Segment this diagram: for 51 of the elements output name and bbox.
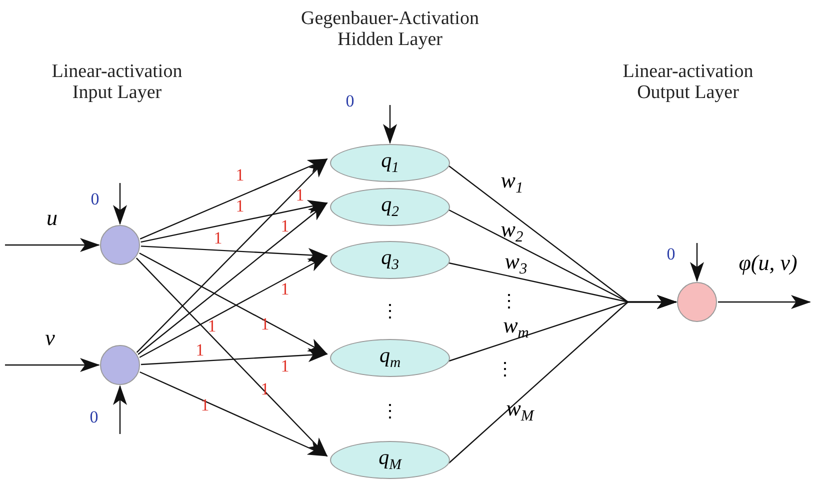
- arrow: [136, 258, 328, 457]
- neuron-label: q$_{m}$: [379, 345, 401, 371]
- arrow: [113, 385, 127, 434]
- neuron-label: q$_{1}$: [381, 150, 399, 176]
- weight-value: 1: [214, 230, 222, 248]
- arrow: [383, 105, 397, 144]
- arrow: [140, 158, 328, 240]
- ellipsis-dots: ⋮: [381, 302, 399, 322]
- edge-label: w$_{3}$: [504, 249, 528, 279]
- layer-heading: Linear-activation Output Layer: [622, 62, 754, 104]
- arrow: [5, 238, 100, 252]
- weight-value: 1: [280, 218, 290, 236]
- weight-value: 1: [236, 166, 244, 186]
- edge-label: w$_{1}$: [500, 168, 524, 198]
- edge-label: w$_{2}$: [500, 217, 524, 247]
- weight-value: 1: [208, 318, 216, 336]
- weight-value: 1: [280, 358, 290, 376]
- layer-heading: Linear-activation Input Layer: [50, 62, 184, 104]
- edge-label: u: [46, 206, 58, 230]
- arrow: [136, 158, 328, 353]
- layer-heading: Gegenbauer-Activation Hidden Layer: [300, 9, 480, 51]
- edge-label: φ(u, v): [738, 250, 798, 276]
- weight-value: 1: [236, 198, 244, 216]
- edge-label: w$_{M}$: [506, 396, 534, 426]
- arrow: [718, 295, 811, 309]
- arrow: [140, 200, 328, 243]
- arrow: [690, 243, 704, 282]
- weight-value: 1: [196, 342, 204, 360]
- bias-value: 0: [346, 92, 354, 112]
- neuron-label: q$_{3}$: [381, 247, 399, 273]
- weight-value: 1: [296, 186, 304, 206]
- arrow: [113, 183, 127, 225]
- arrow: [140, 348, 328, 366]
- arrow: [5, 358, 100, 372]
- neuron-label: q$_{M}$: [378, 447, 402, 473]
- neuron-label: q$_{2}$: [381, 194, 399, 220]
- arrow: [448, 295, 677, 464]
- ellipsis-dots: ⋮: [496, 360, 514, 380]
- neuron-circle: [100, 225, 140, 265]
- arrow: [140, 371, 328, 457]
- ellipsis-dots: ⋮: [500, 292, 518, 312]
- arrow: [140, 246, 328, 262]
- ellipsis-dots: ⋮: [381, 402, 399, 422]
- arrow: [138, 202, 328, 355]
- neuron-circle: [100, 345, 140, 385]
- bias-value: 0: [666, 246, 676, 264]
- bias-value: 0: [90, 408, 98, 428]
- weight-value: 1: [280, 280, 290, 300]
- neuron-circle: [677, 282, 717, 322]
- edge-label: v: [45, 326, 55, 350]
- bias-value: 0: [90, 190, 100, 210]
